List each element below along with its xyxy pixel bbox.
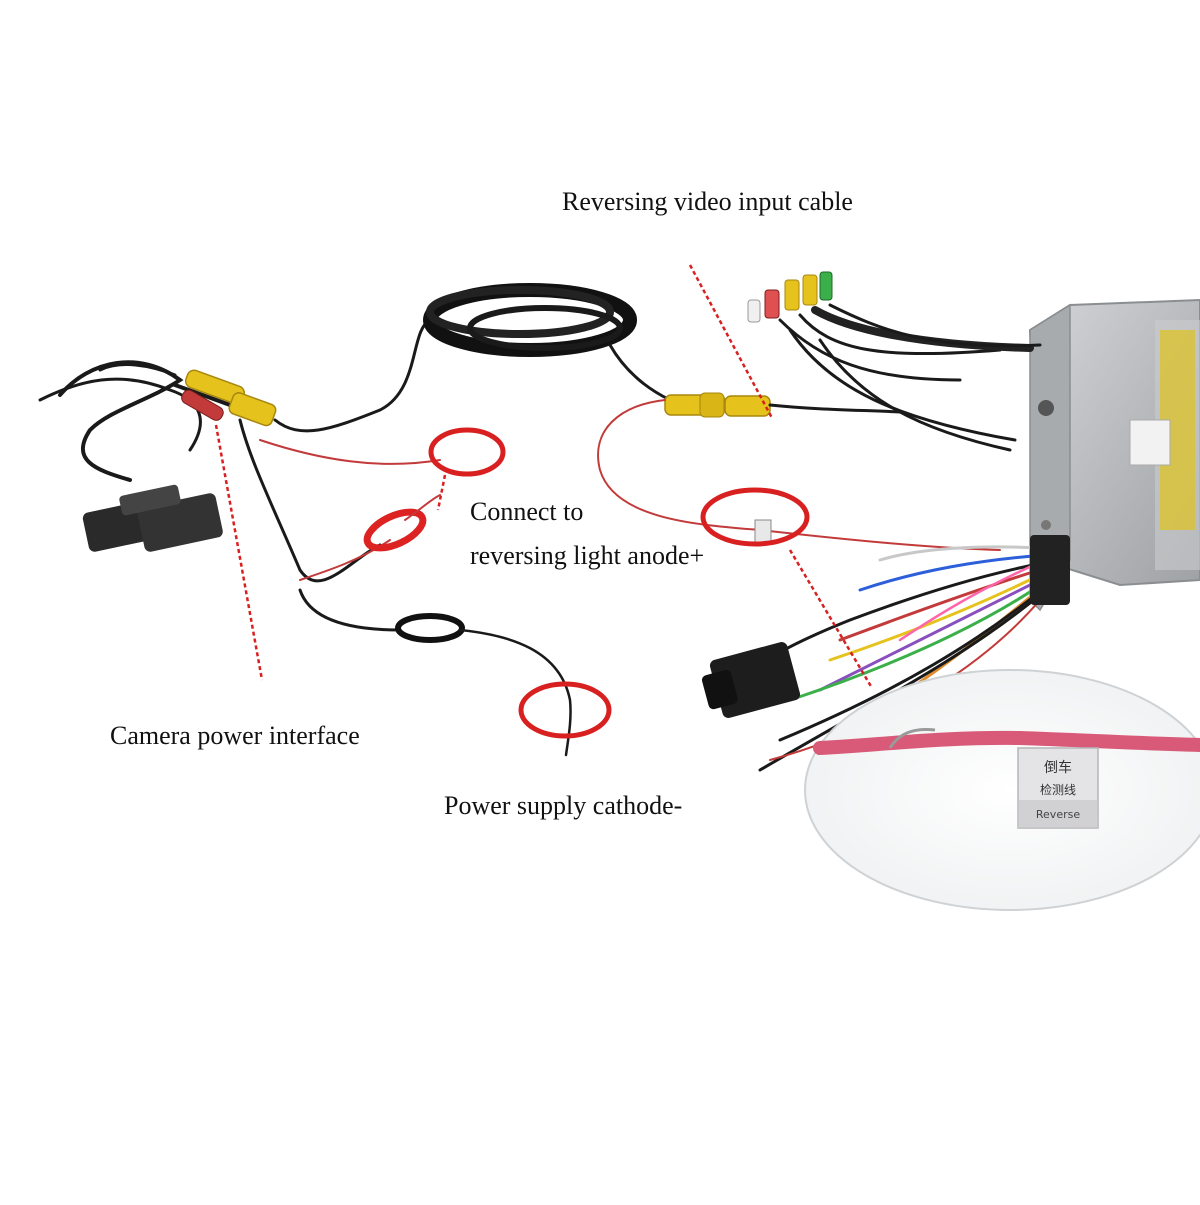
sticker-line1: 倒车	[1044, 759, 1072, 776]
label-reverse-line1: Connect to	[470, 497, 584, 526]
head-unit	[1028, 298, 1200, 612]
zoom-inset: 倒车 检测线 Reverse	[804, 669, 1200, 911]
label-reverse-line2: reversing light anode+	[470, 541, 705, 570]
camera-body	[82, 484, 223, 552]
leader-video	[688, 264, 774, 419]
leader-reverse	[436, 474, 447, 511]
camera-harness	[38, 283, 672, 757]
main-harness	[701, 535, 1070, 772]
marker-reverse	[428, 427, 506, 477]
leader-lines	[214, 264, 874, 689]
leader-camera-power	[214, 424, 264, 681]
marker-cathode	[518, 681, 612, 739]
video-input-cable	[597, 392, 1001, 551]
label-video-input: Reversing video input cable	[562, 187, 853, 216]
rca-bundle	[747, 271, 1042, 452]
reverse-wire-tag	[754, 519, 772, 543]
label-reverse-light: Connect to reversing light anode+	[470, 490, 704, 578]
sticker-line3: Reverse	[1036, 808, 1080, 821]
label-camera-power: Camera power interface	[110, 721, 360, 750]
marker-circles	[428, 427, 810, 739]
sticker-line2: 检测线	[1040, 782, 1076, 797]
spec-sticker	[1129, 419, 1171, 466]
unit-screw	[1038, 400, 1054, 416]
leader-zoom	[788, 549, 874, 689]
harness-plug	[701, 642, 801, 718]
marker-reverse-wire	[700, 487, 810, 547]
label-cathode: Power supply cathode-	[444, 791, 683, 820]
